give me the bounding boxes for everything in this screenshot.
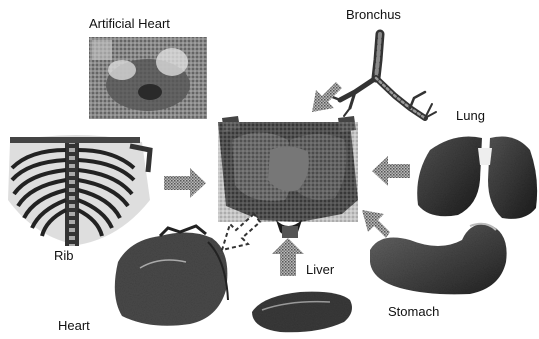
label-heart: Heart xyxy=(58,318,90,333)
label-lung: Lung xyxy=(456,108,485,123)
label-artificial-heart: Artificial Heart xyxy=(89,16,170,31)
arrow-stomach-to-center xyxy=(362,210,390,238)
bronchus-image xyxy=(330,34,436,118)
arrow-rib-to-center xyxy=(164,168,206,198)
arrow-lung-to-center xyxy=(372,156,410,186)
composite-organ-image xyxy=(218,116,358,238)
arrow-bronchus-to-center xyxy=(312,82,342,112)
stomach-image xyxy=(370,224,507,295)
rib-image xyxy=(8,135,150,246)
label-rib: Rib xyxy=(54,248,74,263)
label-stomach: Stomach xyxy=(388,304,439,319)
lung-image xyxy=(417,137,537,219)
artificial-heart-image xyxy=(89,37,207,119)
label-liver: Liver xyxy=(306,262,334,277)
heart-image xyxy=(115,226,228,326)
label-bronchus: Bronchus xyxy=(346,7,401,22)
liver-image xyxy=(252,292,352,333)
arrow-liver-to-center xyxy=(272,238,304,276)
